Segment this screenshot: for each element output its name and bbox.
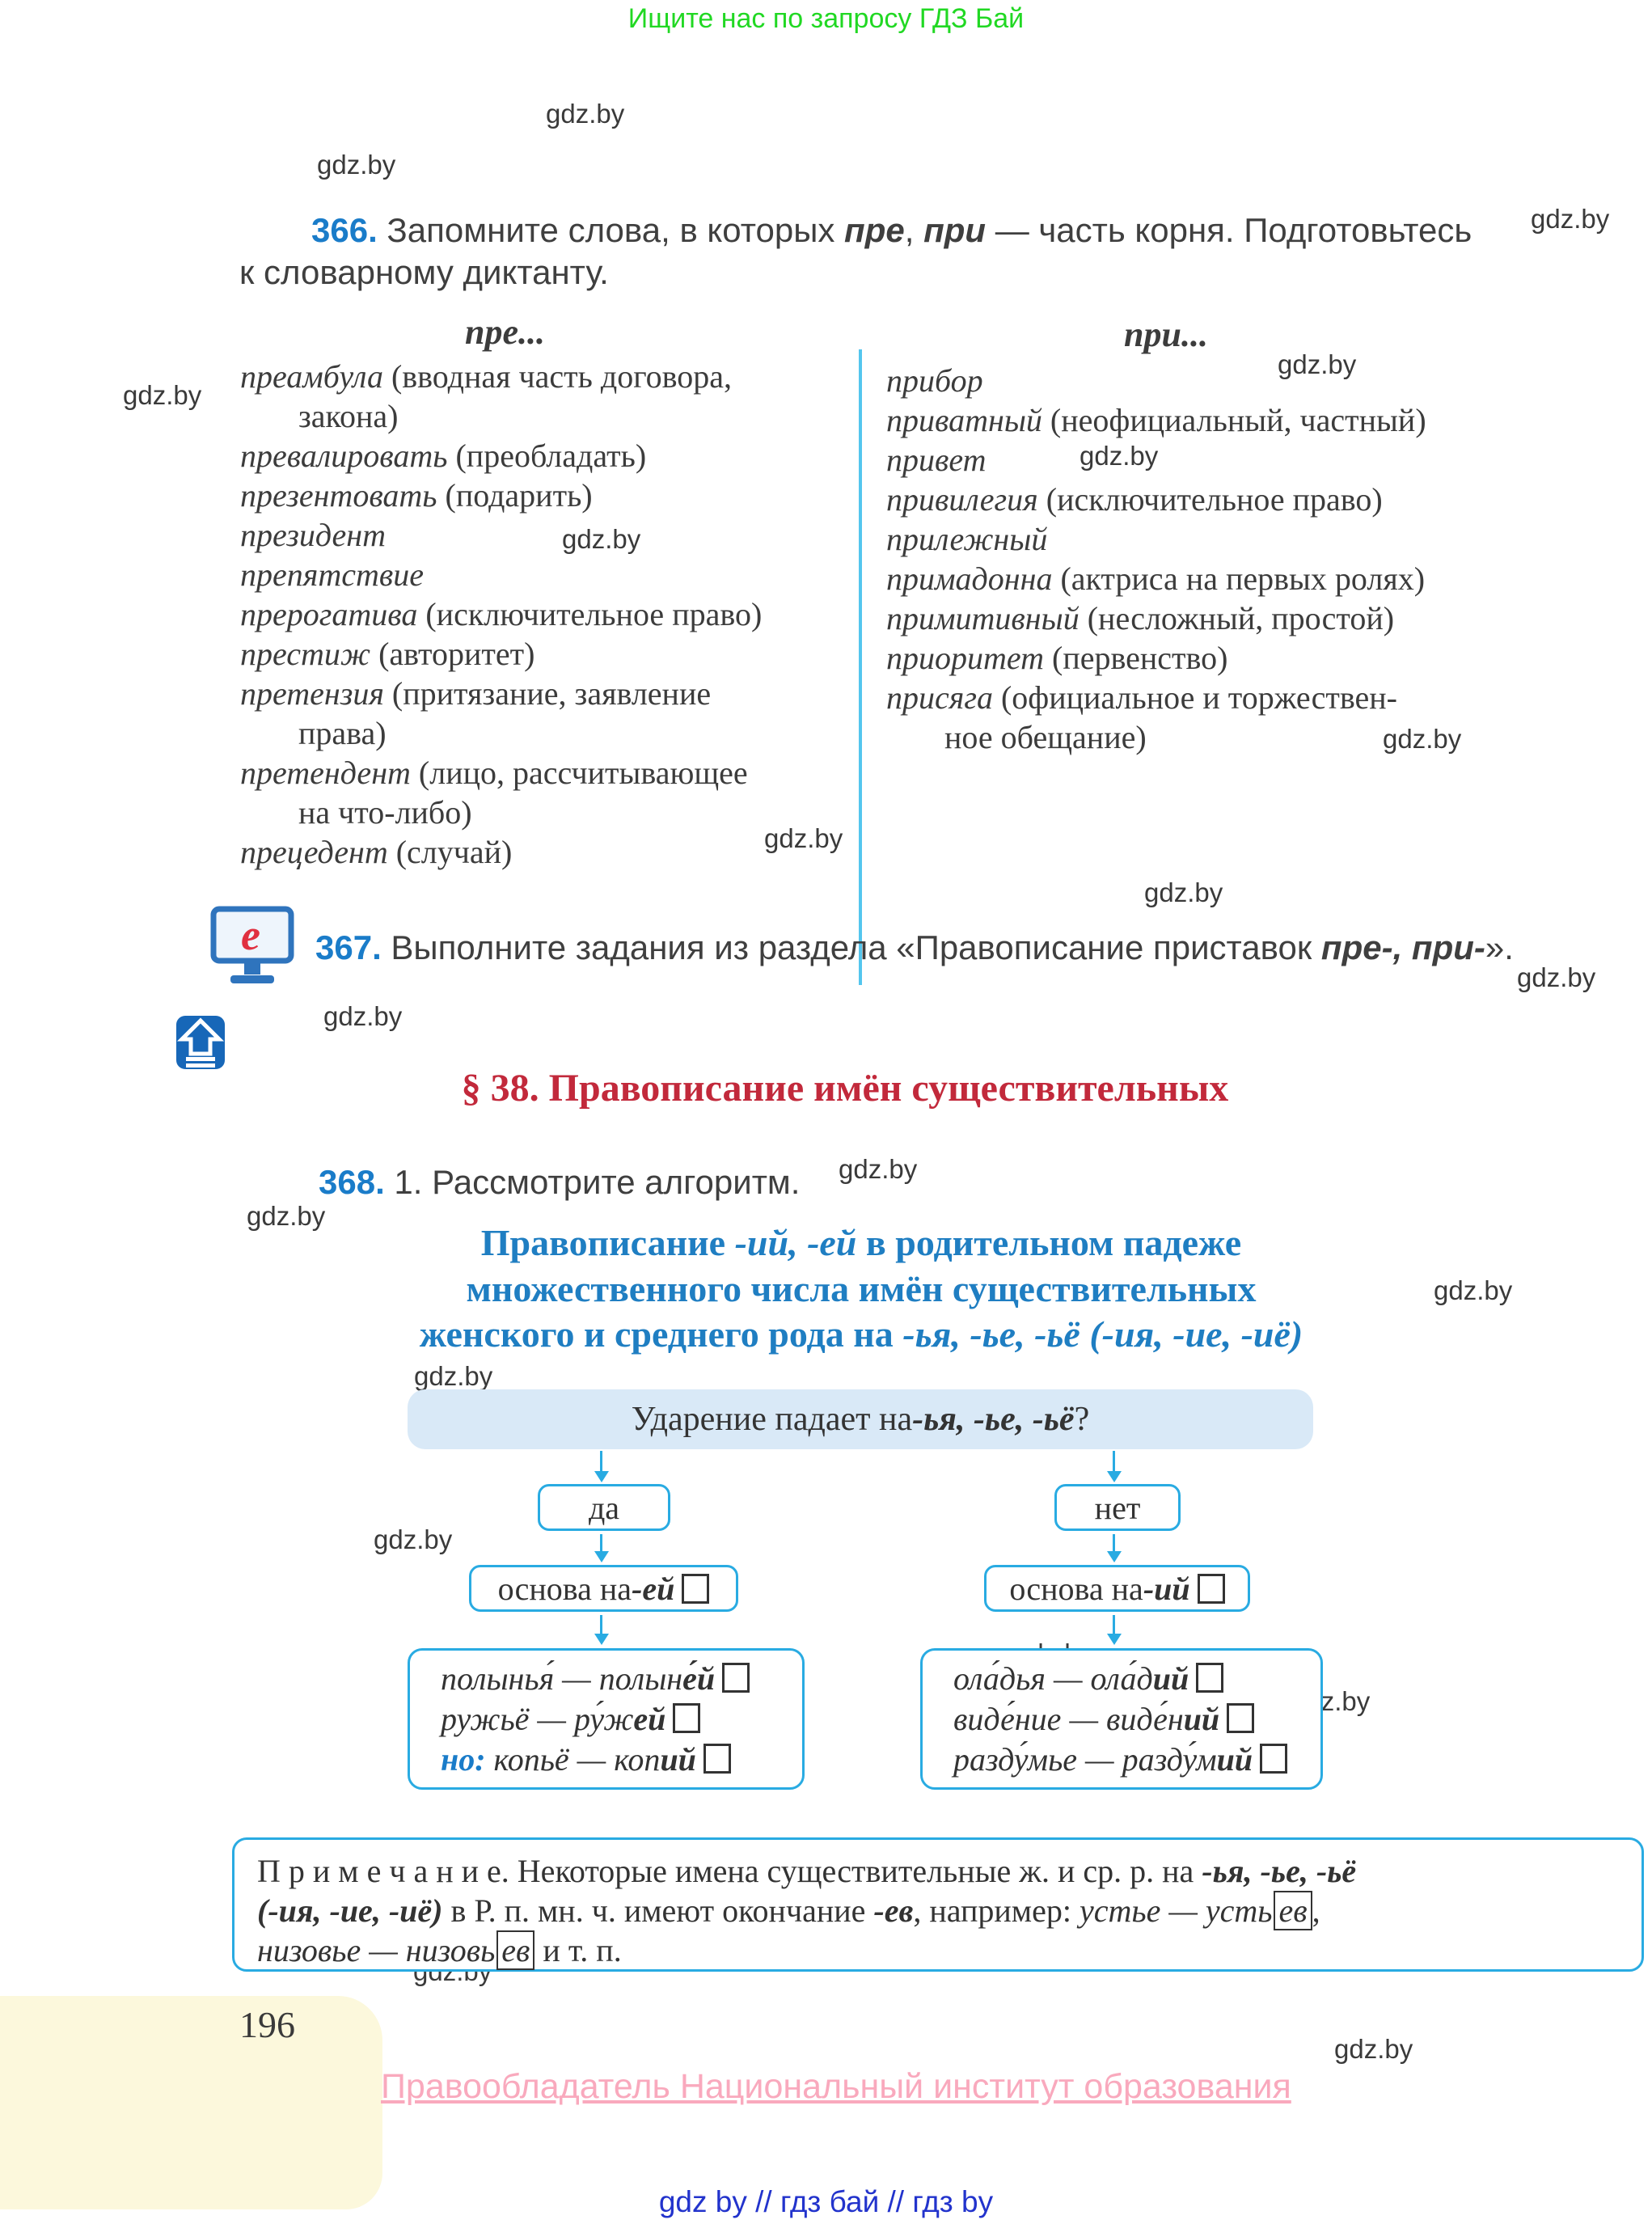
list-line: приватный (неофициальный, частный): [886, 402, 1426, 438]
word-list-pre: преамбула (вводная часть договора,закона…: [240, 357, 762, 872]
upload-arrow-icon[interactable]: [176, 1016, 225, 1073]
page-number-block: [0, 1996, 382, 2209]
list-line: ное обещание): [944, 719, 1147, 755]
watermark-text: gdz.by: [123, 380, 202, 410]
watermark-text: gdz.by: [1278, 349, 1357, 379]
list-line: преамбула (вводная часть договора,: [240, 358, 733, 395]
watermark-text: gdz.by: [1383, 724, 1462, 754]
algorithm-title-line2: множественного числа имён существительны…: [466, 1268, 1257, 1309]
footer-links[interactable]: gdz by // гдз бай // гдз by: [658, 2185, 994, 2218]
note-box: П р и м е ч а н и е. Некоторые имена сущ…: [232, 1837, 1644, 1972]
watermark-text: gdz.by: [1080, 441, 1159, 471]
list-line: препятствие: [240, 556, 424, 593]
watermark-text: gdz.by: [247, 1201, 326, 1231]
watermark-text: gdz.by: [562, 524, 641, 554]
list-line: привилегия (исключительное право): [886, 481, 1383, 518]
watermark-text: gdz.by: [317, 150, 396, 180]
watermark-text: gdz.by: [414, 1361, 493, 1391]
top-banner-text: Ищите нас по запросу ГДЗ Бай: [627, 3, 1025, 34]
list-line: претендент (лицо, рассчитывающее: [240, 755, 748, 791]
exercise-367-line: 367. Выполните задания из раздела «Право…: [315, 928, 1514, 966]
list-line: превалировать (преобладать): [240, 438, 647, 474]
list-line: прерогатива (исключительное право): [240, 596, 763, 632]
column-divider: [859, 349, 862, 985]
watermark-text: gdz.by: [323, 1001, 403, 1031]
e-resource-monitor-icon: e: [210, 906, 294, 991]
watermark-text: gdz.by: [764, 823, 843, 853]
section-heading: § 38. Правописание имён существительных: [461, 1067, 1229, 1110]
list-line: на что-либо): [298, 794, 472, 831]
list-line: престиж (авторитет): [240, 636, 535, 672]
flowchart-yes-box: да: [538, 1484, 670, 1531]
list-line: прецедент (случай): [240, 834, 513, 870]
list-line: прибор: [886, 362, 983, 399]
watermark-text: gdz.by: [1517, 962, 1596, 992]
flowchart-stem-ej-box: основа на -ей: [469, 1565, 738, 1612]
list-line: презентовать (подарить): [240, 477, 593, 514]
note-line2: (-ия, -ие, -иё) в Р. п. мн. ч. имеют око…: [257, 1891, 1320, 1930]
watermark-text: gdz.by: [374, 1524, 453, 1554]
exercise-368-line: 368. 1. Рассмотрите алгоритм.: [319, 1163, 801, 1201]
flowchart-stem-ij-box: основа на -ий: [984, 1565, 1250, 1612]
list-line: виде́ние — виде́ний: [953, 1699, 1320, 1740]
list-line: закона): [298, 398, 399, 434]
note-line1: П р и м е ч а н и е. Некоторые имена сущ…: [257, 1853, 1357, 1889]
arrow-down-icon: [600, 1451, 602, 1472]
algorithm-title-line1: Правописание -ий, -ей в родительном паде…: [480, 1222, 1242, 1263]
flowchart-question-box: Ударение падает на -ья, -ье, -ьё?: [408, 1389, 1313, 1449]
list-line: разду́мье — разду́мий: [953, 1740, 1320, 1780]
list-line: примитивный (несложный, простой): [886, 600, 1395, 636]
exercise-366-line1: 366. Запомните слова, в которых пре, при…: [311, 211, 1472, 249]
watermark-text: gdz.by: [1144, 877, 1223, 907]
list-line: прилежный: [886, 521, 1048, 557]
list-line: присяга (официальное и торжествен-: [886, 679, 1397, 716]
arrow-down-icon: [1113, 1534, 1115, 1552]
arrow-down-icon: [600, 1534, 602, 1552]
svg-text:e: e: [241, 911, 260, 959]
column-header-pri: при...: [1124, 315, 1208, 354]
arrow-down-icon: [1113, 1615, 1115, 1634]
list-line: ружьё — ру́жей: [441, 1699, 802, 1740]
column-header-pre: пре...: [465, 312, 545, 352]
exercise-366-line2: к словарному диктанту.: [239, 253, 609, 291]
list-line: но: копьё — копий: [441, 1740, 802, 1780]
watermark-text: gdz.by: [1531, 204, 1610, 234]
list-line: права): [298, 715, 387, 751]
watermark-text: gdz.by: [1334, 2034, 1413, 2064]
watermark-text: gdz.by: [546, 99, 625, 129]
list-line: примадонна (актриса на первых ролях): [886, 560, 1426, 597]
algorithm-title-line3: женского и среднего рода на -ья, -ье, -ь…: [419, 1313, 1303, 1355]
list-line: привет: [886, 442, 987, 478]
arrow-down-icon: [600, 1615, 602, 1634]
watermark-text: gdz.by: [839, 1154, 918, 1184]
list-line: приоритет (первенство): [886, 640, 1228, 676]
list-line: претензия (притязание, заявление: [240, 675, 712, 712]
list-line: ола́дья — ола́дий: [953, 1659, 1320, 1699]
copyright-link[interactable]: Правообладатель Национальный институт об…: [381, 2067, 1291, 2106]
list-line: президент: [240, 517, 387, 553]
watermark-text: gdz.by: [1434, 1275, 1513, 1305]
flowchart-no-box: нет: [1054, 1484, 1181, 1531]
arrow-down-icon: [1113, 1451, 1115, 1472]
page-number: 196: [239, 2004, 295, 2045]
list-line: полынья́ — полыне́й: [441, 1659, 802, 1699]
